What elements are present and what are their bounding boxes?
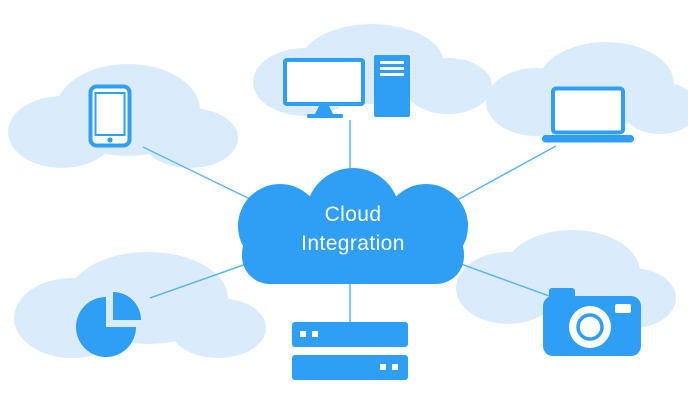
camera-lens-inner <box>576 313 604 341</box>
camera-icon <box>543 288 641 358</box>
connector-tablet <box>142 146 253 201</box>
tablet-screen <box>94 92 126 136</box>
central-cloud-shape <box>238 168 468 284</box>
cloud-label-line2: Integration <box>301 231 405 255</box>
laptop-base <box>542 135 634 143</box>
central-cloud: Cloud Integration <box>228 168 478 287</box>
connector-camera <box>449 259 553 298</box>
central-cloud-label: Cloud Integration <box>228 168 478 287</box>
desktop-computer-icon <box>282 50 412 120</box>
pie-main-sector <box>76 297 136 357</box>
pie-chart-icon <box>68 285 148 359</box>
computer-tower <box>374 55 410 117</box>
tablet-home-button <box>107 137 113 143</box>
pie-exploded-slice <box>113 292 141 320</box>
monitor-screen <box>283 58 365 106</box>
connector-laptop <box>449 145 557 205</box>
server-rack-icon <box>292 322 408 382</box>
monitor-stand <box>315 106 333 114</box>
monitor-base <box>307 114 343 118</box>
server-unit-top <box>292 322 408 347</box>
server-unit-bottom <box>292 355 408 380</box>
tablet-body <box>88 84 132 148</box>
connector-pie-chart <box>149 261 253 299</box>
laptop-icon <box>540 86 636 144</box>
cloud-label-line1: Cloud <box>324 203 382 227</box>
laptop-screen <box>551 86 625 135</box>
camera-lens-outer <box>569 306 611 348</box>
tablet-icon <box>88 84 132 148</box>
camera-viewfinder <box>615 304 631 313</box>
